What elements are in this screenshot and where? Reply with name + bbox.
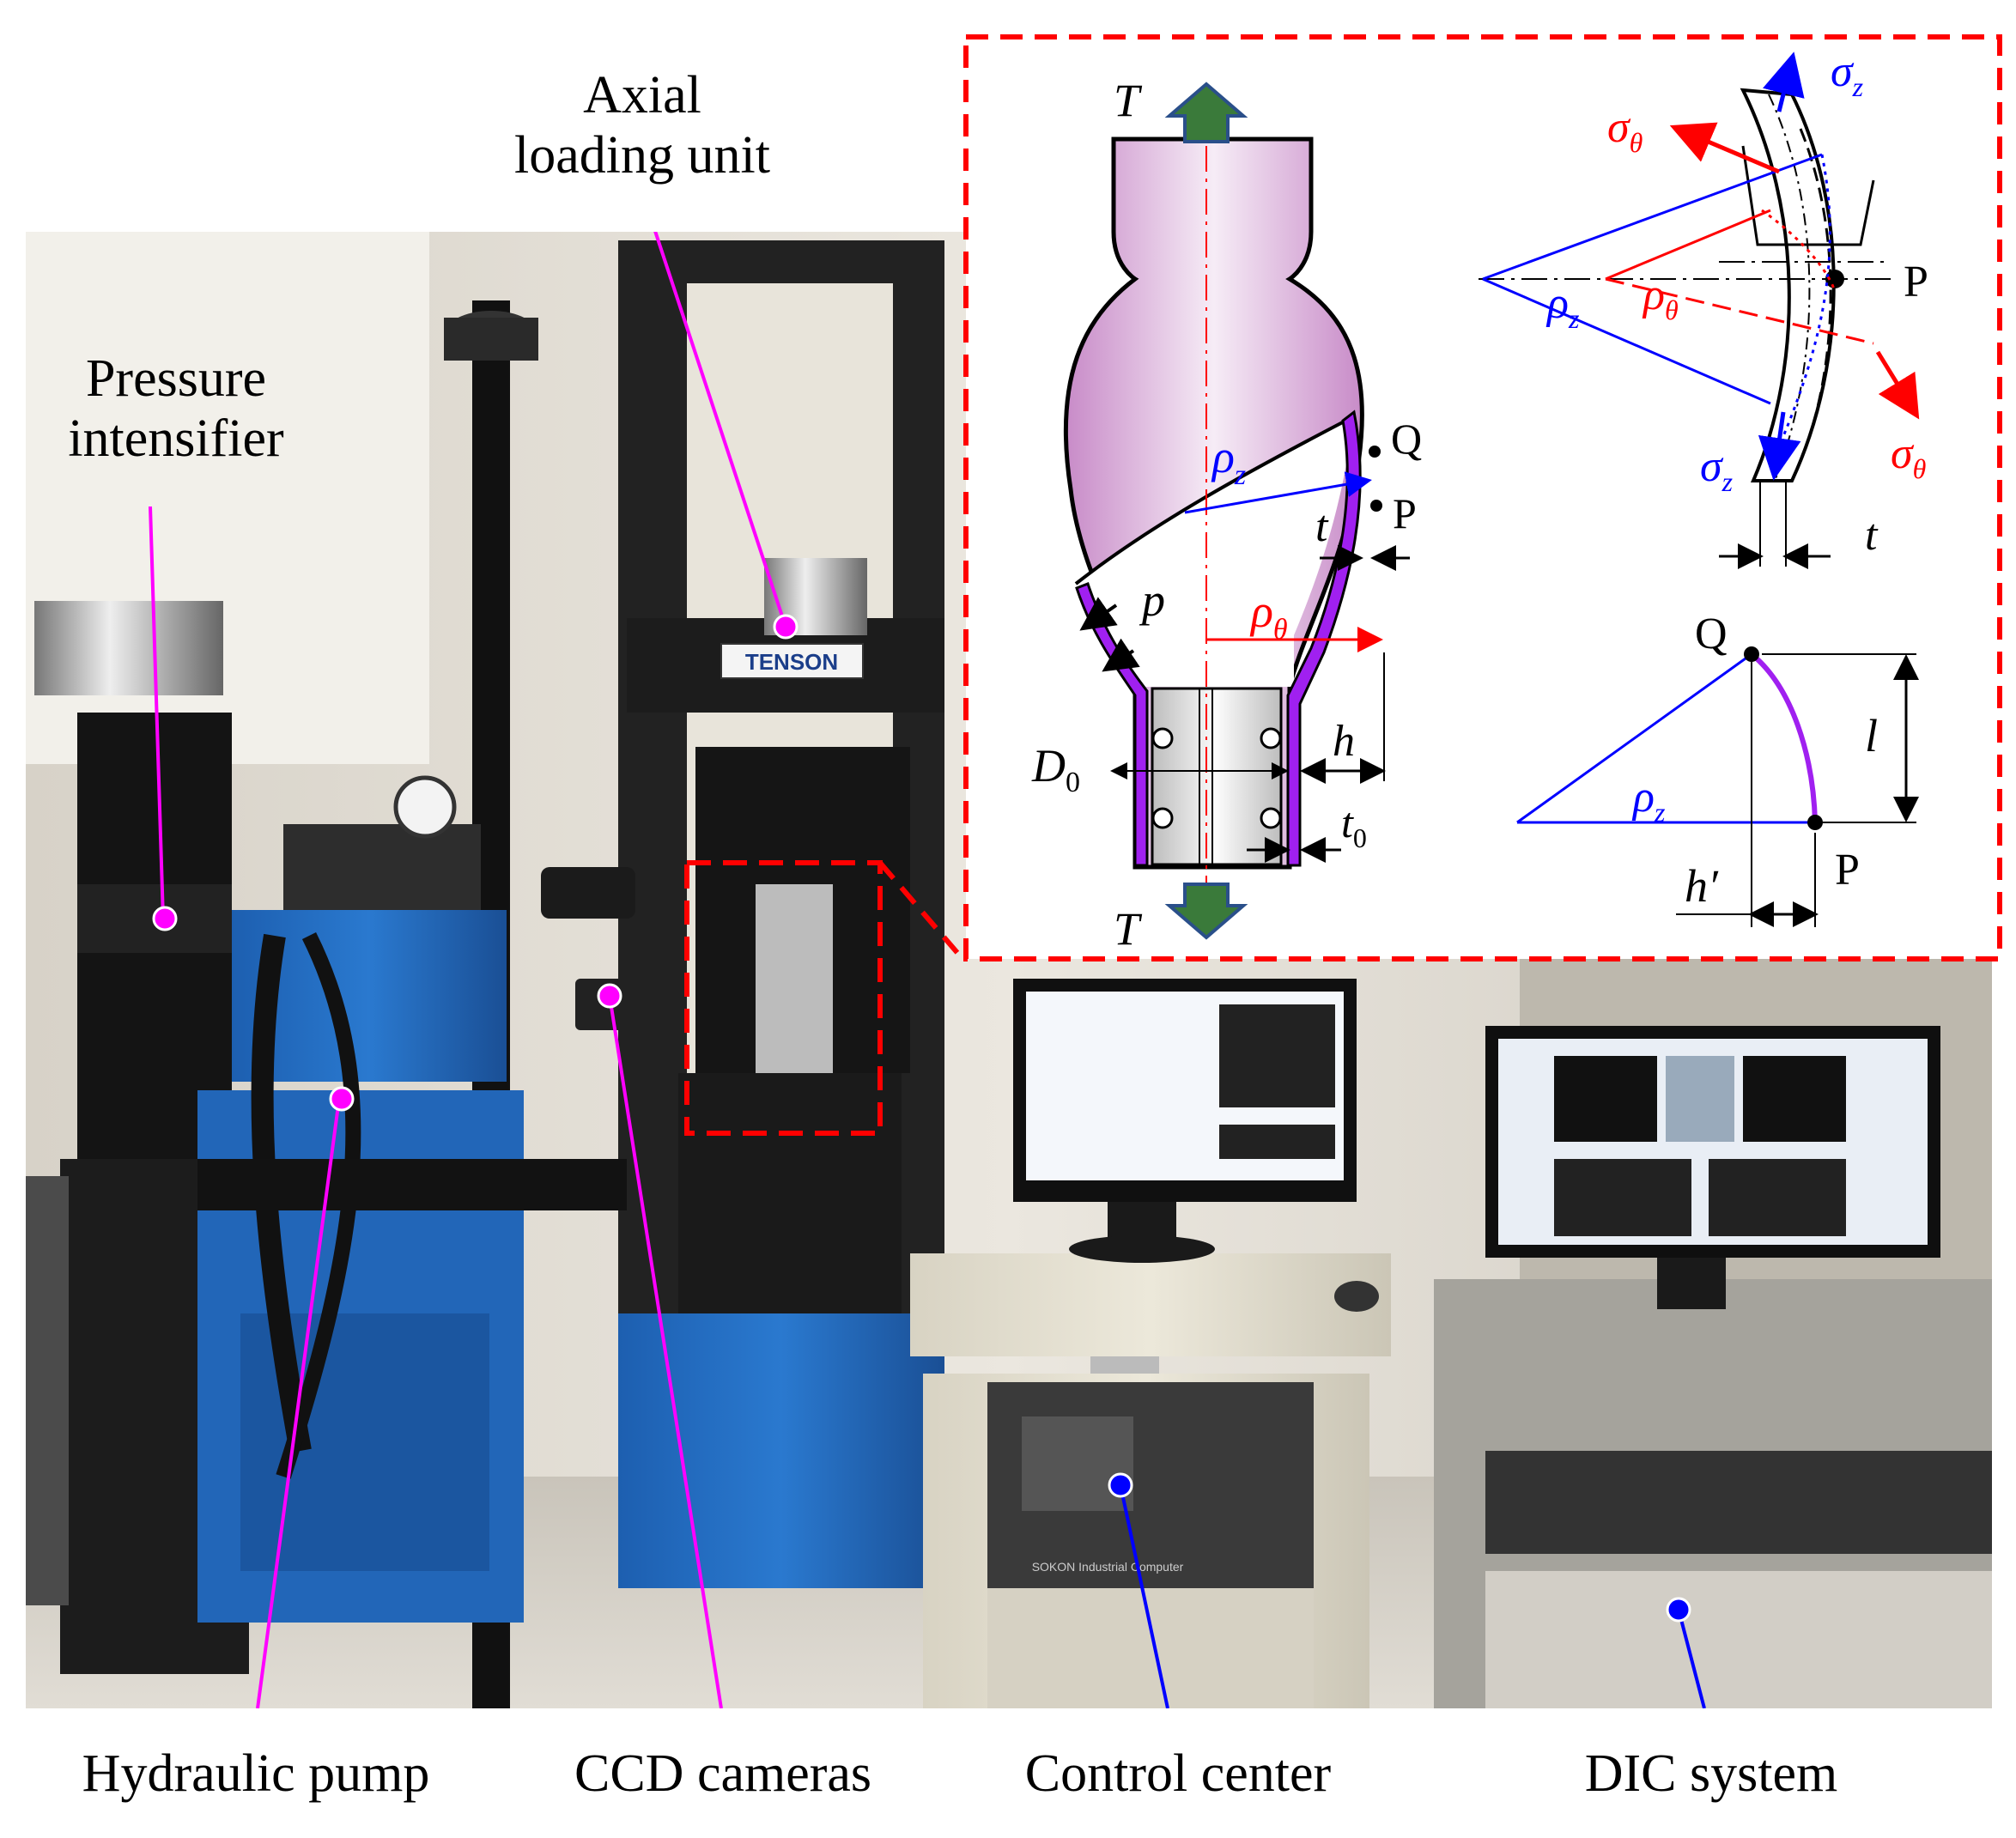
rho-z-stress-label: ρz [1545,279,1580,334]
point-P [1370,500,1382,512]
hprime-label: h′ [1685,860,1719,912]
hydraulic-pump-label: Hydraulic pump [82,1744,430,1803]
geo-Q-label: Q [1695,610,1728,658]
rho-z-label: ρz [1211,431,1246,491]
sigma-z-bottom-label: σz [1700,442,1734,497]
Q-label: Q [1391,415,1422,463]
axial-label-line1: Axial [583,66,701,124]
schematic-inset: T T Q P ρz ρθ p t h D0 t0 [963,34,2002,961]
D0-label: D0 [1031,740,1080,798]
control-marker [1108,1472,1133,1498]
tension-arrow-top [1164,82,1248,143]
stress-element [1479,52,1920,482]
sigma-theta-bottom-label: σθ [1891,429,1926,484]
t-label: t [1315,502,1329,551]
pump-marker [329,1086,355,1112]
ccd-callout-line [608,995,723,1708]
pressure-intensifier-label: Pressure intensifier [68,352,283,465]
rho-theta-label: ρθ [1249,585,1288,646]
tension-arrow-bottom [1164,883,1248,940]
dic-callout-line [1677,1609,1706,1708]
geo-point-P [1807,815,1823,830]
dic-system-label: DIC system [1584,1744,1838,1803]
stress-point-P [1825,270,1844,288]
pressure-label-line2: intensifier [68,409,284,468]
l-label: l [1865,710,1878,761]
axial-callout-line [653,232,787,628]
axial-loading-unit-label: Axial loading unit [514,69,770,182]
T-top-label: T [1114,75,1143,126]
ccd-cameras-label: CCD cameras [574,1744,872,1803]
stress-t-label: t [1865,511,1879,560]
tenson-logo: TENSON [745,649,838,675]
stress-P-label: P [1904,258,1928,306]
dic-marker [1666,1597,1691,1623]
geo-point-Q [1744,646,1759,662]
P-label: P [1393,489,1417,537]
geo-P-label: P [1835,846,1860,895]
computer-brand-text: SOKON Industrial Computer [1032,1560,1184,1574]
ccd-marker [597,983,622,1009]
T-bottom-label: T [1114,903,1143,955]
t0-label: t0 [1341,798,1367,853]
sigma-z-top-label: σz [1831,47,1864,102]
control-center-label: Control center [1024,1744,1332,1803]
rho-theta-stress-label: ρθ [1642,270,1679,325]
rho-z-geo-label: ρz [1631,773,1666,828]
zoom-region-box [684,860,883,1136]
arc-geometry [1516,646,1919,927]
die-insert [1151,687,1283,866]
control-callout-line [1119,1484,1169,1708]
axial-marker [773,614,799,640]
sigma-theta-top-label: σθ [1607,103,1643,158]
point-Q [1369,446,1381,458]
seal-rings [1151,727,1282,829]
pump-callout-line [256,1098,341,1708]
p-label: p [1139,574,1165,626]
axial-label-line2: loading unit [514,126,770,185]
pressure-marker [152,906,178,931]
pressure-callout-line [149,506,165,919]
pressure-label-line1: Pressure [85,349,267,408]
h-label: h [1333,717,1355,766]
